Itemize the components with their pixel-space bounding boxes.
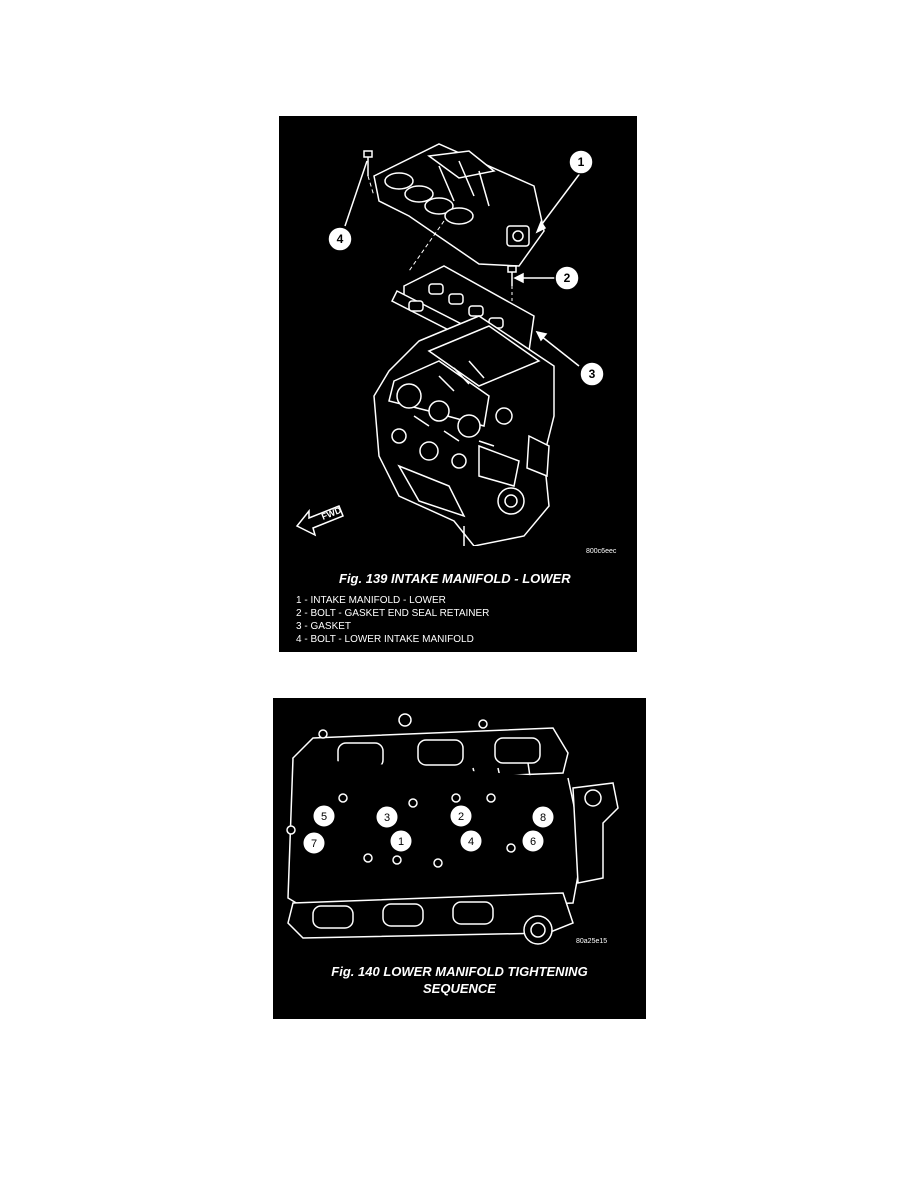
sequence-number-2: 2: [449, 804, 473, 828]
sequence-number-1: 1: [389, 829, 413, 853]
svg-text:8: 8: [540, 812, 546, 824]
forward-arrow-icon: FWD: [295, 505, 344, 537]
tightening-sequence-illustration: 1 2 3 4 5 6 7 8: [286, 713, 619, 945]
sequence-number-8: 8: [531, 805, 555, 829]
figure-caption: Fig. 140 LOWER MANIFOLD TIGHTENING SEQUE…: [273, 963, 646, 997]
svg-text:4: 4: [468, 836, 474, 848]
image-code: 800c6eec: [586, 548, 617, 555]
svg-text:1: 1: [578, 155, 585, 169]
sequence-number-3: 3: [375, 805, 399, 829]
svg-text:2: 2: [564, 271, 571, 285]
svg-text:6: 6: [530, 836, 536, 848]
caption-line-1: Fig. 140 LOWER MANIFOLD TIGHTENING: [331, 964, 588, 979]
svg-text:4: 4: [337, 232, 344, 246]
svg-text:1: 1: [398, 836, 404, 848]
sequence-number-7: 7: [302, 831, 326, 855]
callout-1: 1: [568, 149, 594, 175]
legend-item: 3 - GASKET: [296, 621, 352, 632]
legend-item: 4 - BOLT - LOWER INTAKE MANIFOLD: [296, 634, 474, 645]
intake-manifold-drawing: [373, 143, 545, 267]
caption-line-2: SEQUENCE: [423, 981, 496, 996]
svg-text:5: 5: [321, 811, 327, 823]
figure-139: 1 2 3 4 FWD 800c6eec Fig. 139 INTAKE MAN…: [279, 116, 637, 652]
sequence-number-5: 5: [312, 804, 336, 828]
figure-140: 1 2 3 4 5 6 7 8 80a25e15: [273, 698, 646, 1019]
image-code: 80a25e15: [576, 938, 608, 945]
sequence-number-4: 4: [459, 829, 483, 853]
svg-text:3: 3: [384, 812, 390, 824]
sequence-number-6: 6: [521, 829, 545, 853]
figure-caption: Fig. 139 INTAKE MANIFOLD - LOWER: [339, 571, 571, 586]
legend-item: 2 - BOLT - GASKET END SEAL RETAINER: [296, 608, 490, 619]
svg-text:7: 7: [311, 838, 317, 850]
engine-block-drawing: [373, 315, 555, 546]
callout-4: 4: [327, 226, 353, 252]
intake-manifold-exploded-illustration: 1 2 3 4 FWD: [295, 143, 605, 546]
manifold-top-view-drawing: [286, 713, 619, 945]
callout-3: 3: [579, 361, 605, 387]
svg-text:3: 3: [589, 367, 596, 381]
legend-item: 1 - INTAKE MANIFOLD - LOWER: [296, 595, 446, 606]
callout-2: 2: [554, 265, 580, 291]
figure-legend: 1 - INTAKE MANIFOLD - LOWER 2 - BOLT - G…: [296, 594, 489, 646]
bolt-lower-intake-manifold: [363, 150, 373, 176]
svg-text:2: 2: [458, 811, 464, 823]
